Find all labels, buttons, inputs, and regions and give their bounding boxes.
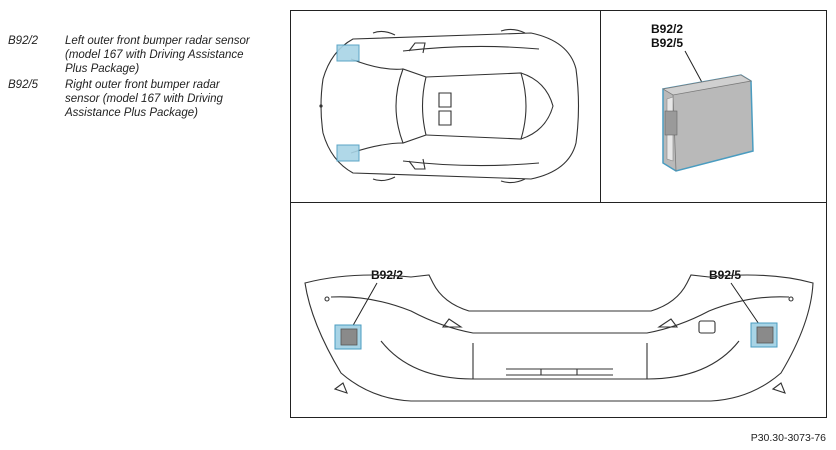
panel-divider-vertical xyxy=(600,11,601,202)
sensor-zone-front-right xyxy=(336,144,360,162)
sensor-label-b92-5: B92/5 xyxy=(651,36,683,50)
legend: B92/2 Left outer front bumper radar sens… xyxy=(8,34,278,122)
vehicle-top-view xyxy=(319,28,580,184)
sensor-zone-front-left xyxy=(336,44,360,62)
radar-sensor-view: B92/2 B92/5 xyxy=(651,22,754,172)
legend-item-b92-2: B92/2 Left outer front bumper radar sens… xyxy=(8,34,278,76)
legend-code: B92/2 xyxy=(8,35,39,47)
legend-description: Right outer front bumper radar sensor (m… xyxy=(65,79,223,119)
bumper-label-b92-5: B92/5 xyxy=(709,268,741,282)
front-bumper-view: B92/2 B92/5 xyxy=(304,268,814,402)
legend-description: Left outer front bumper radar sensor (mo… xyxy=(65,35,250,75)
figure-id: P30.30-3073-76 xyxy=(750,432,826,444)
legend-item-b92-5: B92/5 Right outer front bumper radar sen… xyxy=(8,78,278,120)
panel-divider-horizontal xyxy=(291,202,826,203)
bumper-sensor-right xyxy=(750,322,778,348)
diagram-frame: B92/2 B92/5 B92/2 B92/5 xyxy=(290,10,827,418)
sensor-label-b92-2: B92/2 xyxy=(651,22,683,36)
legend-code: B92/5 xyxy=(8,79,39,91)
bumper-sensor-left xyxy=(334,324,362,350)
